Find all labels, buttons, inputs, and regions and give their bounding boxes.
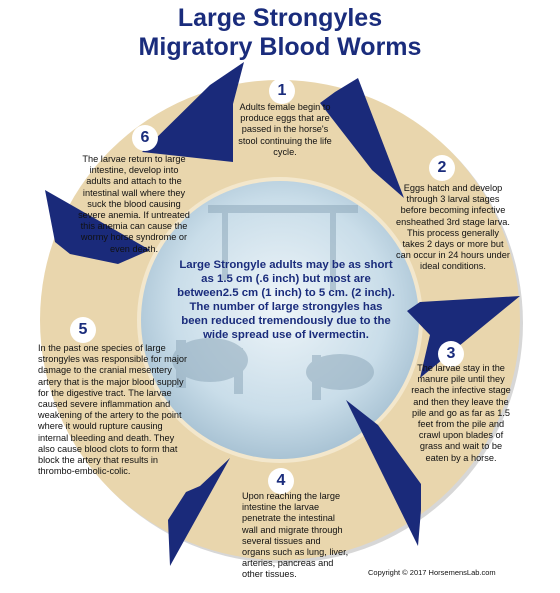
- title-line-2: Migratory Blood Worms: [138, 33, 422, 61]
- step-5-badge: 5: [70, 317, 96, 343]
- step-1-text: Adults female begin to produce eggs that…: [238, 102, 332, 157]
- step-6-badge: 6: [132, 125, 158, 151]
- step-6-text: The larvae return to large intestine, de…: [78, 154, 190, 254]
- step-5-text: In the past one species of large strongy…: [38, 343, 188, 477]
- title-line-1: Large Strongyles: [177, 4, 383, 32]
- arrow-5-to-6: [45, 190, 150, 264]
- arrow-1-to-2: [320, 78, 404, 198]
- center-text: Large Strongyle adults may be as short a…: [177, 259, 395, 341]
- center-horse-photo: [172, 205, 374, 400]
- step-4-badge: 4: [268, 468, 294, 494]
- center-circle: [141, 181, 419, 459]
- arrow-3-to-4: [346, 400, 421, 546]
- step-1-badge: 1: [269, 78, 295, 104]
- step-3-text: The larvae stay in the manure pile until…: [411, 363, 511, 463]
- step-3-badge: 3: [438, 341, 464, 367]
- arrow-4-to-5: [168, 458, 230, 566]
- step-4-text: Upon reaching the large intestine the la…: [242, 491, 349, 580]
- step-2-badge: 2: [429, 155, 455, 181]
- arrow-6-to-1: [142, 62, 244, 162]
- step-2-text: Eggs hatch and develop through 3 larval …: [396, 183, 510, 272]
- arrow-2-to-3: [407, 296, 520, 378]
- cycle-arrows: [45, 62, 520, 566]
- copyright: Copyright © 2017 HorsemensLab.com: [368, 568, 496, 577]
